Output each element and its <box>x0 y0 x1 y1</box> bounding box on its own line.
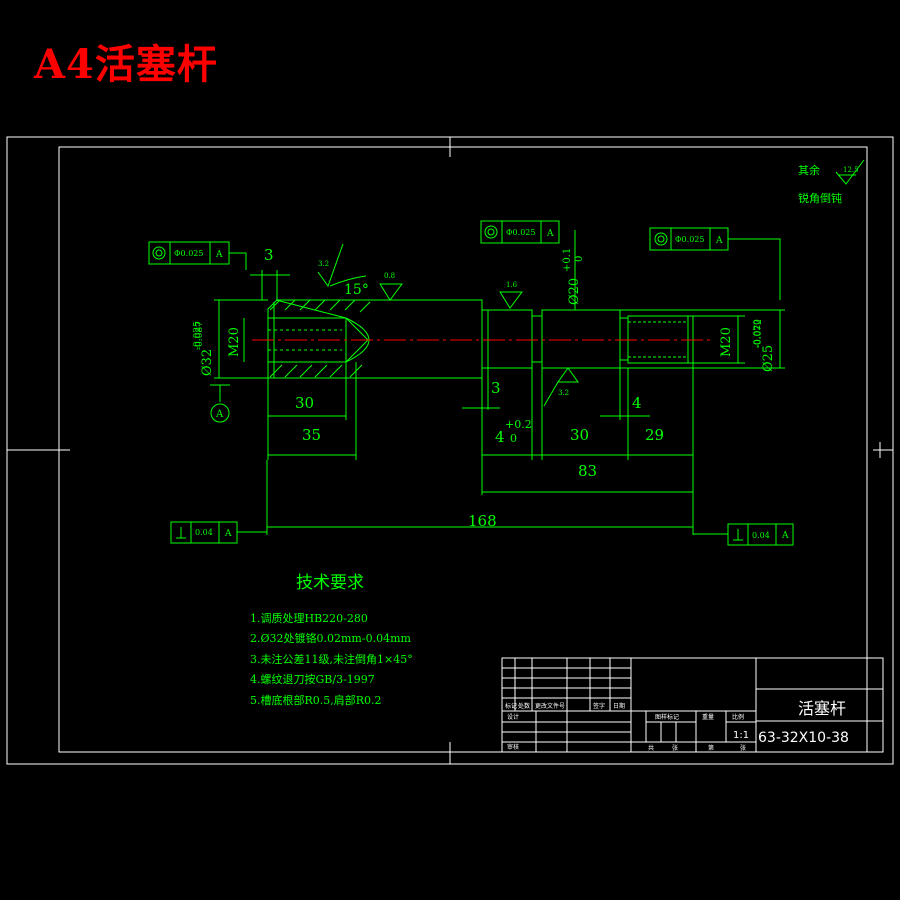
dim-83: 83 <box>578 462 597 480</box>
roughness-symbols: 3.2 0.8 1.6 3.2 <box>317 243 579 407</box>
dim-m20-left: M20 <box>227 327 242 357</box>
note-chamfer-label: 锐角倒钝 <box>798 191 842 205</box>
perp-right-value: 0.04 <box>752 531 770 540</box>
dim-tol-plus: +0.2 <box>505 418 532 431</box>
coaxial-left-datum: A <box>215 250 223 260</box>
dim-dia25-tol-up: -0.020 <box>753 319 763 348</box>
tb-label-9: 比例 <box>732 713 744 721</box>
dim-168: 168 <box>468 512 497 530</box>
coaxial-mid-datum: A <box>546 229 554 239</box>
coaxial-right-value: Φ0.025 <box>675 235 704 244</box>
piston-rod-outline <box>267 299 694 379</box>
datum-letter: A <box>215 409 224 420</box>
inner-frame <box>58 146 868 753</box>
tb-label-4: 日期 <box>613 702 625 710</box>
coaxial-left-value: Φ0.025 <box>174 249 203 258</box>
sheet-heading: A4活塞杆 <box>34 41 218 88</box>
dim-3-top: 3 <box>264 246 274 264</box>
tb-label-5: 设计 <box>507 713 519 721</box>
tb-label-11: 张 <box>672 744 678 752</box>
perp-left-datum: A <box>224 529 232 539</box>
dim-35: 35 <box>302 426 321 444</box>
dim-dia-left-tol-up: -0.025 <box>193 321 203 350</box>
dim-4-left: 4 <box>495 428 505 446</box>
surface-note: 其余 12.5 锐角倒钝 <box>798 159 865 205</box>
tb-label-7: 图样标记 <box>655 713 679 721</box>
tb-label-12: 第 <box>708 744 714 752</box>
coaxial-frame-mid: Φ0.025 A <box>480 220 560 244</box>
dim-dia-left: Ø32 <box>200 349 215 376</box>
coaxial-mid-value: Φ0.025 <box>506 228 535 237</box>
title-block: 标记 处数 更改文件号 签字 日期 设计 审核 图样标记 重量 比例 共 张 第… <box>501 657 884 753</box>
dim-dia20-tol-up: +0.1 <box>562 248 573 272</box>
dim-m20-right: M20 <box>719 327 734 357</box>
tech-requirements: 技术要求 1.调质处理HB220-280 2.Ø32处镀铬0.02mm-0.04… <box>250 573 413 707</box>
dim-dia25: Ø25 <box>761 345 776 372</box>
roughness-r4: 3.2 <box>558 389 569 397</box>
roughness-r1: 3.2 <box>318 260 329 268</box>
tb-part-name: 活塞杆 <box>798 699 846 718</box>
tb-label-3: 签字 <box>593 702 605 710</box>
datum-symbol: A <box>210 384 230 423</box>
roughness-r3: 1.6 <box>506 281 518 289</box>
dim-4-right: 4 <box>632 394 642 412</box>
tech-item-3: 3.未注公差11级,未注倒角1×45° <box>250 652 413 666</box>
perp-frame-left: 0.04 A <box>170 521 267 544</box>
tb-label-8: 重量 <box>702 713 714 721</box>
coaxial-frame-left: Φ0.025 A <box>148 241 247 270</box>
tb-label-10: 共 <box>648 744 654 752</box>
dim-dia-left-tol-low: -0.087 <box>195 321 205 350</box>
dim-dia25-tol-low: -0.072 <box>754 319 764 348</box>
tech-item-2: 2.Ø32处镀铬0.02mm-0.04mm <box>250 631 412 645</box>
tech-item-1: 1.调质处理HB220-280 <box>250 612 368 625</box>
dim-tol-zero: 0 <box>510 432 517 445</box>
dim-dia20: Ø20 <box>567 278 582 305</box>
tech-item-4: 4.螺纹退刀按GB/3-1997 <box>250 672 375 686</box>
tb-label-6: 审核 <box>507 743 519 751</box>
roughness-r2: 0.8 <box>384 272 395 280</box>
dim-angle: 15° <box>344 282 369 298</box>
dimension-lines <box>214 230 785 535</box>
tb-label-1: 处数 <box>518 702 530 710</box>
dim-3-bottom: 3 <box>491 379 501 397</box>
tb-label-0: 标记 <box>505 702 517 710</box>
dim-30-mid: 30 <box>570 426 589 444</box>
coaxial-right-datum: A <box>715 236 723 246</box>
dim-29: 29 <box>645 426 664 444</box>
perp-left-value: 0.04 <box>195 528 213 537</box>
tb-label-13: 张 <box>740 744 746 752</box>
roughness-rest-symbol <box>835 159 865 185</box>
tech-item-5: 5.槽底根部R0.5,肩部R0.2 <box>250 693 382 707</box>
coaxial-frame-right: Φ0.025 A <box>649 227 781 300</box>
roughness-rest-value: 12.5 <box>843 166 859 174</box>
dim-dia20-tol-low: 0 <box>574 256 585 262</box>
dim-30-thread: 30 <box>295 394 314 412</box>
tb-label-2: 更改文件号 <box>535 702 565 710</box>
outer-frame <box>6 136 894 765</box>
perp-right-datum: A <box>781 531 789 541</box>
tb-drawing-code: 63-32X10-38 <box>758 730 849 746</box>
tech-title: 技术要求 <box>296 573 364 593</box>
perp-frame-right: 0.04 A <box>693 523 794 546</box>
note-rest-label: 其余 <box>798 163 820 177</box>
tb-scale: 1:1 <box>733 730 749 741</box>
